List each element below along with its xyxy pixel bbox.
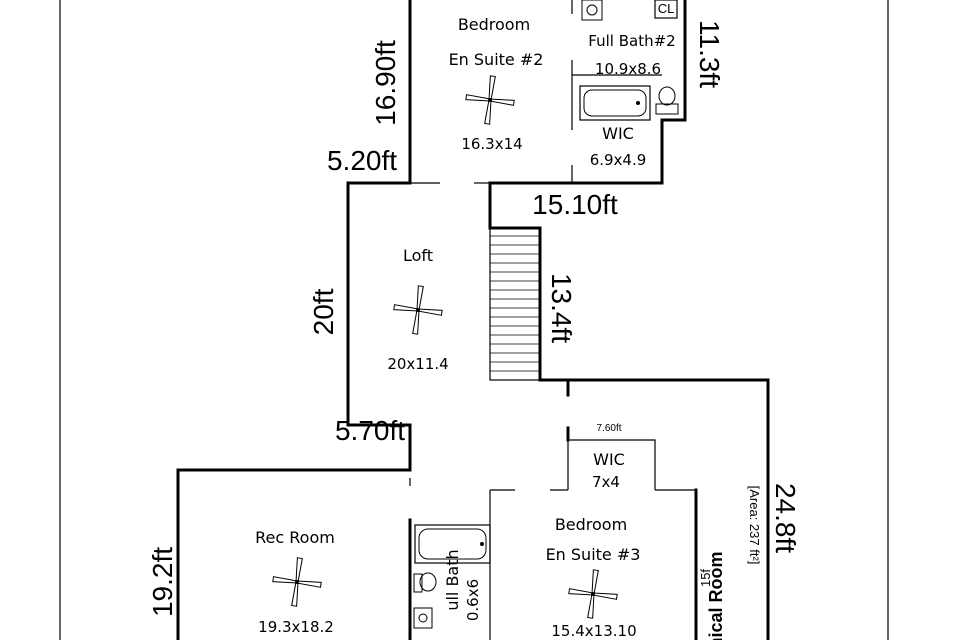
dim-13-4: 13.4ft bbox=[546, 273, 577, 343]
dim-19-2: 19.2ft bbox=[147, 547, 178, 617]
ceiling-fan-icon bbox=[393, 285, 443, 335]
bath-lower-name: ull Bath bbox=[443, 549, 462, 610]
ceiling-fan-icon bbox=[568, 569, 618, 619]
ceiling-fans bbox=[272, 75, 618, 619]
toilet-lower-icon bbox=[413, 572, 437, 593]
bedroom3-label: En Suite #3 bbox=[546, 545, 641, 564]
sink-upper-icon bbox=[581, 0, 603, 21]
ceiling-fan-icon bbox=[465, 75, 515, 125]
bedroom2-name: Bedroom bbox=[458, 15, 530, 34]
bedroom2-label: En Suite #2 bbox=[449, 50, 544, 69]
bathtub-upper-icon bbox=[579, 85, 651, 121]
dim-16-90: 16.90ft bbox=[370, 40, 401, 126]
staircase bbox=[489, 227, 541, 381]
mechanical-room-area: [Area: 237 ft²] bbox=[747, 486, 762, 565]
wic-upper-size: 6.9x4.9 bbox=[590, 151, 647, 169]
wic-lower-size: 7x4 bbox=[592, 473, 620, 491]
dim-5-20: 5.20ft bbox=[327, 145, 397, 176]
closet-label: CL bbox=[658, 1, 675, 16]
loft-name: Loft bbox=[403, 246, 433, 265]
closet-box: CL bbox=[654, 0, 678, 19]
bedroom3-name: Bedroom bbox=[555, 515, 627, 534]
loft-size: 20x11.4 bbox=[387, 355, 448, 373]
bath-lower-size: 0.6x6 bbox=[464, 579, 482, 621]
bathtub-lower-icon bbox=[414, 524, 491, 564]
bedroom3-size: 15.4x13.10 bbox=[551, 622, 636, 640]
mechanical-overlap-label: 15f bbox=[698, 569, 713, 587]
bedroom2-size: 16.3x14 bbox=[461, 135, 522, 153]
dim-24-8: 24.8ft bbox=[770, 483, 801, 553]
rec-room-name: Rec Room bbox=[255, 528, 335, 547]
wic-lower-name: WIC bbox=[593, 450, 625, 469]
ceiling-fan-icon bbox=[272, 557, 322, 607]
dim-7-60: 7.60ft bbox=[596, 423, 621, 434]
dim-15-10: 15.10ft bbox=[532, 189, 618, 220]
rec-room-size: 19.3x18.2 bbox=[258, 618, 334, 636]
bath2-size: 10.9x8.6 bbox=[595, 60, 661, 78]
mechanical-room-name: hical Room bbox=[706, 551, 726, 640]
sink-lower-icon bbox=[413, 607, 433, 629]
toilet-upper-icon bbox=[655, 86, 679, 115]
wic-upper-name: WIC bbox=[602, 124, 634, 143]
bath2-name: Full Bath#2 bbox=[588, 32, 675, 50]
dim-5-70: 5.70ft bbox=[335, 415, 405, 446]
dim-11-3: 11.3ft bbox=[694, 20, 725, 88]
lower-walls bbox=[178, 378, 698, 640]
dim-20: 20ft bbox=[308, 288, 339, 335]
